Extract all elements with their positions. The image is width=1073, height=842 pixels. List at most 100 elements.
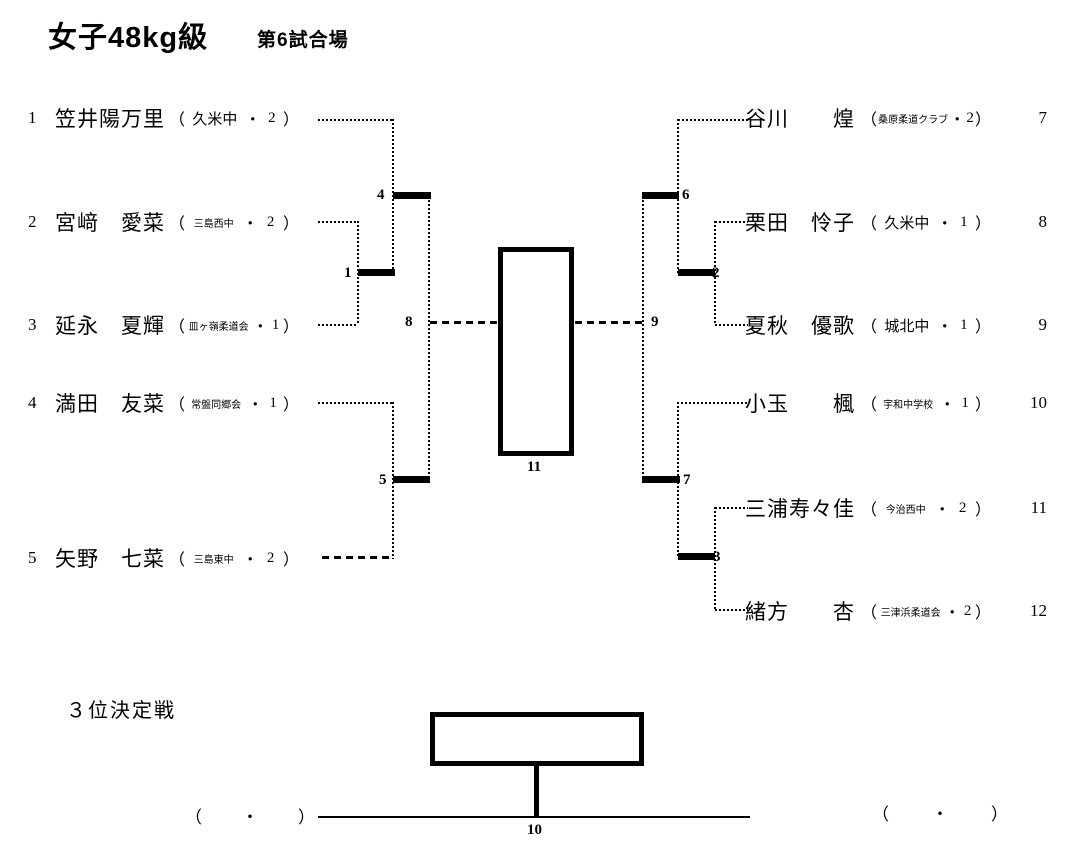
player-grade: 1 [960, 213, 968, 230]
player-club: 久米中 [192, 111, 238, 128]
third-place-right-slot: （ ・ ） [872, 800, 1008, 825]
connector-entry11 [715, 507, 748, 509]
player-grade: 2 [266, 549, 275, 566]
player-name: 小玉 楓 [745, 392, 855, 416]
player-grade: 1 [961, 394, 969, 411]
player-number: 10 [1030, 393, 1047, 412]
player-grade: 2 [963, 602, 972, 619]
player-row-7: 谷川 煌 （ 桑原柔道クラブ ・ 2 ） 7 [745, 105, 1047, 131]
separator-dot: ・ [252, 319, 269, 336]
separator-dot: ・ [939, 397, 956, 414]
player-affiliation: （ 久米中 ・ 2 ） [169, 106, 299, 130]
player-name: 栗田 怜子 [745, 211, 855, 235]
connector-entry8 [715, 221, 748, 223]
paren-close: ） [974, 112, 991, 129]
player-affiliation: （ 桑原柔道クラブ ・ 2 ） [861, 106, 991, 130]
paren-close: ） [974, 216, 991, 233]
paren-close: ） [282, 319, 299, 336]
match4-bar [393, 192, 431, 199]
page-title: 女子48kg級 [48, 22, 209, 54]
player-club: 皿ヶ嶺柔道会 [188, 321, 249, 333]
match-number-3: 3 [713, 549, 721, 565]
player-club: 三津浜柔道会 [880, 607, 941, 619]
paren-open: （ [861, 216, 878, 233]
connector-entry4 [318, 402, 393, 404]
separator-dot: ・ [934, 502, 951, 519]
paren-close: ） [974, 397, 991, 414]
paren-open: （ [185, 808, 202, 827]
player-number: 8 [1038, 212, 1048, 231]
player-club: 三島東中 [193, 554, 234, 566]
match7-bar [642, 476, 680, 483]
player-affiliation: （ 三島東中 ・ 2 ） [169, 546, 299, 570]
player-name: 延永 夏輝 [55, 314, 165, 338]
separator-dot: ・ [242, 552, 259, 569]
paren-open: （ [169, 552, 186, 569]
player-affiliation: （ 宇和中学校 ・ 1 ） [861, 391, 991, 415]
player-grade: 2 [266, 213, 275, 230]
player-name: 夏秋 優歌 [745, 314, 855, 338]
match-number-2: 2 [712, 265, 720, 281]
player-number: 12 [1030, 601, 1047, 620]
player-number: 9 [1038, 315, 1048, 334]
connector-match2-vertical [714, 221, 716, 325]
player-club: 常盤同郷会 [191, 399, 242, 411]
player-affiliation: （ 三津浜柔道会 ・ 2 ） [861, 599, 991, 623]
match2-bar [678, 269, 715, 276]
final-match-box [498, 247, 574, 456]
player-affiliation: （ 常盤同郷会 ・ 1 ） [169, 391, 299, 415]
match-number-11: 11 [527, 459, 542, 475]
connector-match9-right-vertical [642, 196, 644, 481]
player-club: 桑原柔道クラブ [878, 114, 949, 126]
separator-dot: ・ [247, 397, 264, 414]
paren-close: ） [298, 808, 315, 827]
match1-bar [358, 269, 395, 276]
player-row-2: 2 宮﨑 愛菜 （ 三島西中 ・ 2 ） [28, 209, 328, 235]
player-row-9: 夏秋 優歌 （ 城北中 ・ 1 ） 9 [745, 312, 1047, 338]
paren-open: （ [872, 805, 889, 824]
player-name: 宮﨑 愛菜 [55, 211, 165, 235]
third-place-heading: ３位決定戦 [66, 700, 176, 722]
player-name: 谷川 煌 [745, 107, 855, 131]
player-affiliation: （ 城北中 ・ 1 ） [861, 313, 991, 337]
player-club: 宇和中学校 [883, 399, 934, 411]
match-number-1: 1 [344, 265, 352, 281]
player-number: 2 [28, 212, 37, 231]
paren-close: ） [282, 112, 299, 129]
player-grade: 2 [958, 499, 967, 516]
connector-match3-vertical [714, 507, 716, 610]
player-row-4: 4 満田 友菜 （ 常盤同郷会 ・ 1 ） [28, 390, 328, 416]
paren-open: （ [861, 502, 878, 519]
match-number-6: 6 [682, 187, 690, 203]
separator-dot: ・ [936, 216, 953, 233]
match-number-9: 9 [651, 314, 659, 330]
connector-entry5 [322, 556, 393, 559]
player-number: 11 [1030, 498, 1047, 517]
separator-dot: ・ [931, 805, 949, 824]
player-club: 今治西中 [885, 504, 926, 516]
match-number-5: 5 [379, 472, 387, 488]
player-number: 5 [28, 548, 37, 567]
connector-entry3 [318, 324, 358, 326]
player-name: 緒方 杏 [745, 600, 855, 624]
paren-open: （ [169, 397, 186, 414]
paren-open: （ [169, 216, 186, 233]
paren-close: ） [974, 319, 991, 336]
connector-entry7 [678, 119, 748, 121]
player-affiliation: （ 皿ヶ嶺柔道会 ・ 1 ） [169, 313, 299, 337]
venue-label: 第6試合場 [257, 30, 349, 51]
separator-dot: ・ [949, 112, 966, 129]
connector-match8-to-final [430, 321, 498, 324]
connector-entry2 [318, 221, 358, 223]
player-row-11: 三浦寿々佳 （ 今治西中 ・ 2 ） 11 [745, 495, 1047, 521]
player-name: 三浦寿々佳 [745, 497, 855, 521]
player-grade: 1 [960, 316, 968, 333]
player-affiliation: （ 久米中 ・ 1 ） [861, 210, 991, 234]
connector-match8-left-vertical [428, 196, 430, 481]
player-club: 久米中 [884, 215, 930, 232]
player-name: 笠井陽万里 [55, 107, 165, 131]
separator-dot: ・ [944, 605, 961, 622]
paren-open: （ [169, 319, 186, 336]
player-row-5: 5 矢野 七菜 （ 三島東中 ・ 2 ） [28, 545, 328, 571]
